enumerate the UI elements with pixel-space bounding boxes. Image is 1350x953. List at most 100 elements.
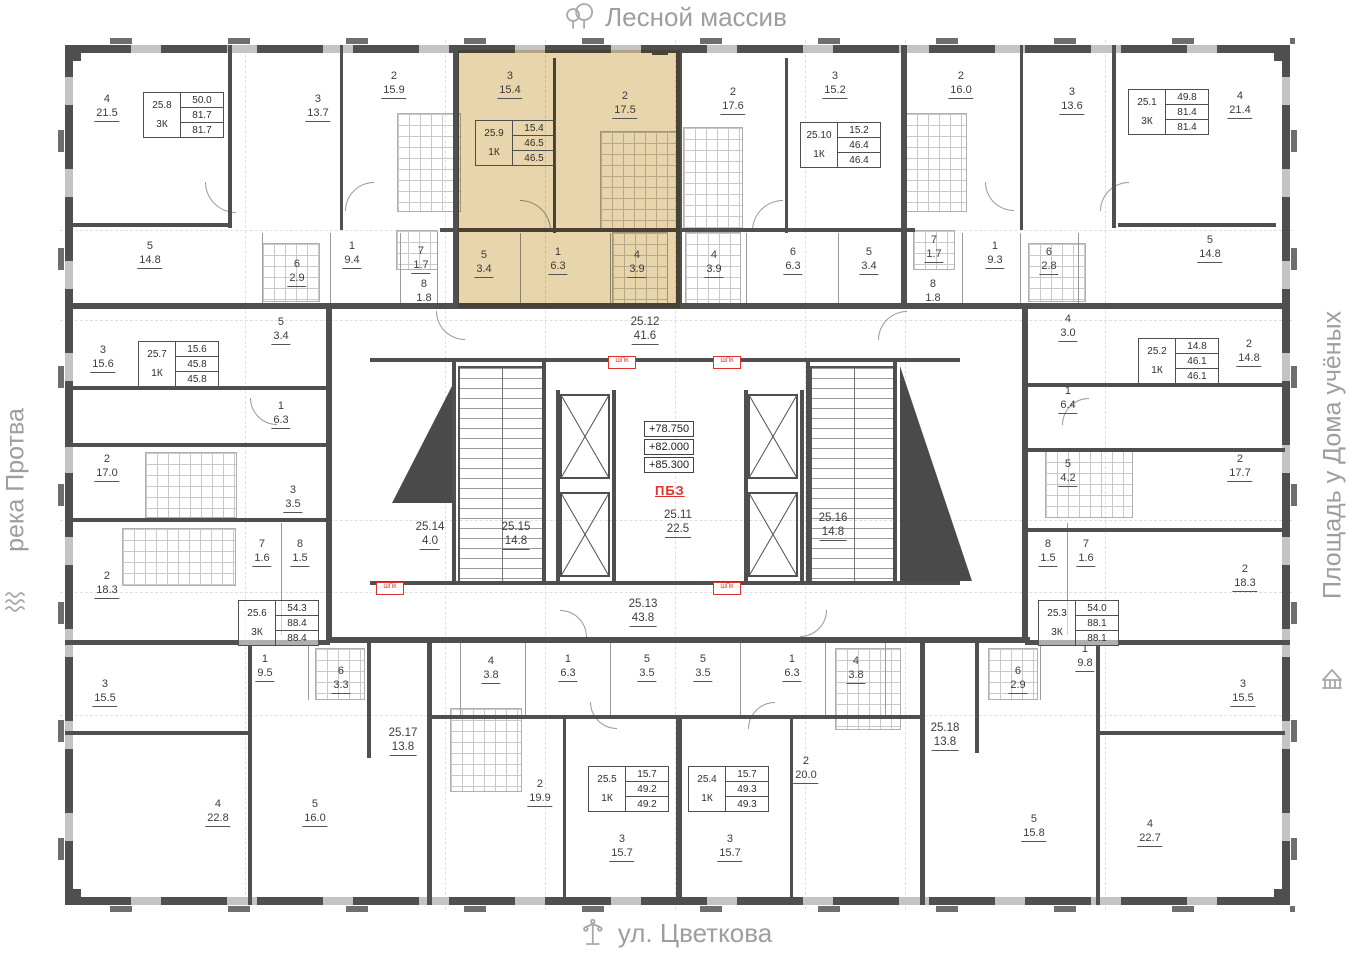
wall — [65, 443, 328, 447]
landmark-bottom: ул. Цветкова — [578, 917, 772, 949]
wall — [367, 643, 371, 758]
pilaster-strip — [60, 906, 1295, 912]
elevation-value: +82.000 — [644, 439, 695, 455]
apartment-type: 1К — [813, 148, 825, 160]
elevator-shaft — [748, 492, 798, 577]
exterior-wall-right — [1282, 45, 1290, 905]
apartment-type: 3К — [251, 626, 263, 638]
wall — [65, 386, 328, 390]
axis-line — [60, 320, 1292, 321]
room-number: 1 — [348, 240, 356, 252]
fire-cabinet-label: ШПК — [713, 356, 741, 369]
room-area: 9.4 — [342, 254, 362, 269]
room-number: 6 — [337, 665, 345, 677]
room-area: 15.8 — [1021, 827, 1047, 842]
room-number: 5 — [643, 653, 651, 665]
partition-line — [262, 233, 263, 303]
corridor-area: 41.6 — [631, 329, 659, 345]
room-area: 1.8 — [923, 292, 943, 307]
room-area: 15.9 — [381, 84, 407, 99]
partition-line — [838, 233, 839, 306]
corridor-id: 25.12 — [630, 316, 660, 328]
partition-line — [740, 643, 741, 715]
landmark-top-label: Лесной массив — [605, 1, 787, 32]
wall — [65, 518, 328, 522]
tile-grid — [450, 708, 522, 792]
wall-corner — [1274, 889, 1290, 905]
room-number: 4 — [852, 655, 860, 667]
apartment-area-value: 15.2 — [838, 123, 880, 138]
apartment-area-value: 54.0 — [1076, 601, 1118, 616]
wall — [901, 45, 907, 308]
axis-line — [675, 40, 676, 910]
partition-line — [437, 233, 438, 303]
apartment-id: 25.8 — [152, 100, 172, 112]
room-number: 1 — [277, 400, 285, 412]
wall — [330, 637, 1030, 643]
selected-apartment-highlight[interactable] — [458, 50, 680, 308]
room-area: 3.9 — [627, 263, 647, 278]
stair-flight-left — [392, 386, 452, 503]
apartment-area-value: 49.2 — [637, 798, 657, 810]
landmark-left-label: река Протва — [1, 408, 30, 552]
wall — [1025, 383, 1285, 387]
tile-grid — [397, 113, 461, 212]
partition-line — [330, 233, 331, 303]
wall — [1100, 731, 1285, 735]
axis-line — [60, 592, 1292, 593]
room-area: 22.8 — [205, 812, 231, 827]
apartment-type: 1К — [151, 367, 163, 379]
room-number: 5 — [146, 240, 154, 252]
room-area: 6.4 — [1058, 399, 1078, 414]
partition-line — [610, 643, 611, 715]
room-number: 5 — [311, 798, 319, 810]
room-area: 13.6 — [1059, 100, 1085, 115]
elevator-shaft — [560, 492, 610, 577]
apartment-id: 25.7 — [147, 349, 167, 361]
room-number: 6 — [1045, 246, 1053, 258]
corridor-id: 25.18 — [930, 722, 960, 734]
wall — [744, 390, 748, 581]
room-number: 8 — [296, 538, 304, 550]
wall — [563, 719, 566, 905]
apartment-area-value: 15.4 — [513, 121, 555, 136]
room-number: 2 — [621, 90, 629, 102]
apartment-area-value: 15.7 — [626, 767, 668, 782]
room-number: 4 — [710, 249, 718, 261]
wall — [556, 390, 560, 581]
wall — [676, 715, 682, 905]
room-number: 5 — [1206, 234, 1214, 246]
room-area: 3.4 — [474, 263, 494, 278]
corridor-id: 25.16 — [818, 512, 848, 524]
partition-line — [746, 233, 747, 306]
room-number: 3 — [1239, 678, 1247, 690]
wall — [1118, 223, 1276, 227]
room-number: 8 — [929, 278, 937, 290]
room-number: 3 — [1068, 86, 1076, 98]
room-area: 3.5 — [637, 667, 657, 682]
door-arc — [560, 610, 587, 637]
